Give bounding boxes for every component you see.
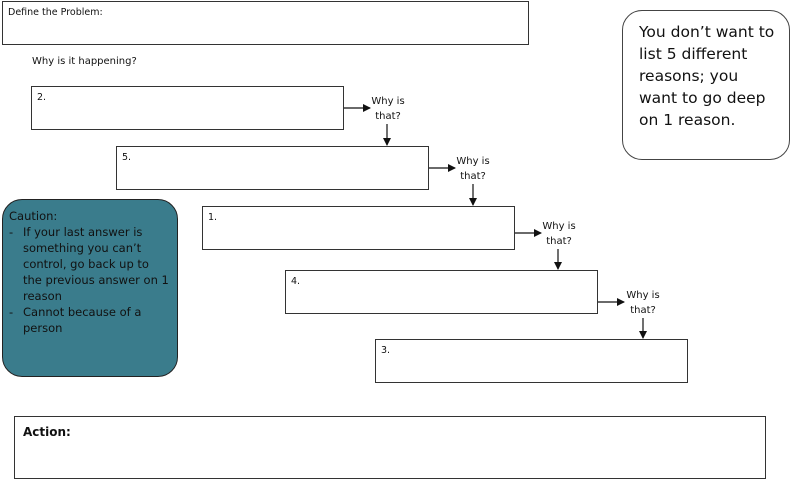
why-label-4: Why is that? xyxy=(621,288,665,318)
caution-list: If your last answer is something you can… xyxy=(9,224,171,336)
step-box-1[interactable]: 2. xyxy=(31,86,344,130)
step-label: 3. xyxy=(381,345,391,356)
caution-item: If your last answer is something you can… xyxy=(9,224,171,304)
step-box-5[interactable]: 3. xyxy=(375,339,688,383)
why-label-1: Why is that? xyxy=(366,94,410,124)
why-label-line1: Why is xyxy=(456,156,490,167)
why-label-line1: Why is xyxy=(371,96,405,107)
step-label: 2. xyxy=(37,92,47,103)
caution-callout: Caution: If your last answer is somethin… xyxy=(2,199,178,377)
note-callout: You don’t want to list 5 different reaso… xyxy=(622,10,790,160)
why-label-line2: that? xyxy=(546,236,572,247)
action-label: Action: xyxy=(23,425,71,439)
why-label-line1: Why is xyxy=(542,221,576,232)
why-label-line2: that? xyxy=(375,111,401,122)
step-label: 1. xyxy=(208,212,218,223)
why-label-line2: that? xyxy=(460,171,486,182)
step-label: 4. xyxy=(291,276,301,287)
action-box[interactable]: Action: xyxy=(14,416,766,479)
caution-title: Caution: xyxy=(9,209,58,223)
step-box-2[interactable]: 5. xyxy=(116,146,429,190)
why-label-line1: Why is xyxy=(626,290,660,301)
step-box-4[interactable]: 4. xyxy=(285,270,598,314)
why-label-3: Why is that? xyxy=(537,219,581,249)
step-box-3[interactable]: 1. xyxy=(202,206,515,250)
step-label: 5. xyxy=(122,152,132,163)
why-prompt: Why is it happening? xyxy=(32,56,137,67)
caution-item: Cannot because of a person xyxy=(9,304,171,336)
why-label-2: Why is that? xyxy=(451,154,495,184)
problem-label: Define the Problem: xyxy=(8,7,103,18)
problem-box[interactable]: Define the Problem: xyxy=(2,1,529,45)
why-label-line2: that? xyxy=(630,305,656,316)
